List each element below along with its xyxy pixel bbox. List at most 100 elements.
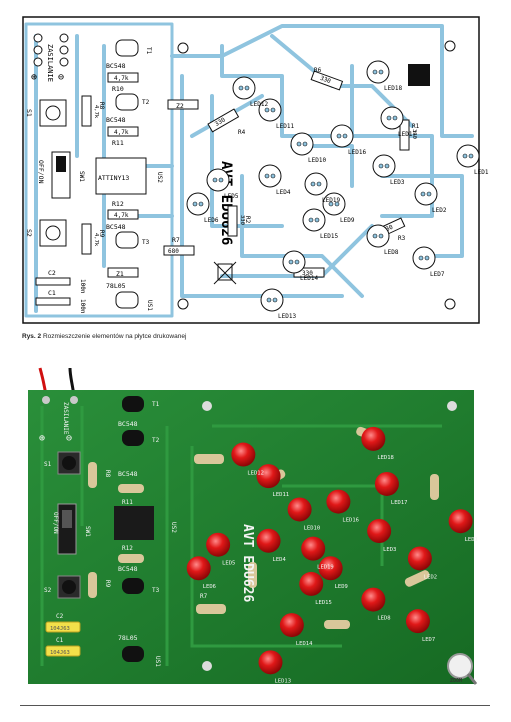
photo-led17: LED17 (374, 471, 408, 506)
photo-led-label: LED6 (203, 584, 216, 590)
transistor-t3: BC548 T3 (106, 223, 150, 249)
svg-text:4,7k: 4,7k (93, 105, 99, 119)
layout-led11: LED11 (258, 98, 294, 130)
photo-led-label: LED17 (391, 500, 408, 506)
photo-led12: LED12 (231, 442, 264, 477)
svg-text:T2: T2 (152, 437, 160, 444)
svg-text:US1: US1 (154, 656, 161, 667)
layout-led18: LED18 (366, 60, 402, 92)
layout-led-label: LED5 (224, 193, 239, 200)
svg-text:US2: US2 (156, 172, 163, 183)
mount-hole-top-left (177, 42, 189, 54)
photo-led-label: LED4 (273, 557, 287, 563)
svg-text:R2: R2 (244, 216, 251, 224)
photo-regulator-value: 78L05 (118, 634, 138, 642)
orientation-marker (408, 64, 430, 86)
layout-led2: LED2 (414, 182, 447, 214)
photo-led16: LED16 (326, 489, 359, 524)
photo-button-s2: S2 (44, 575, 81, 599)
cap-c2: C2 (35, 269, 71, 286)
pcb-body (28, 390, 474, 684)
photo-led-label: LED16 (342, 518, 359, 524)
photo-led9: LED9 (318, 556, 348, 590)
photo-led-label: LED19 (317, 565, 334, 571)
svg-text:104J63: 104J63 (50, 650, 70, 656)
mount-hole-bottom-left (177, 298, 189, 310)
cap-value-c2: 100n (79, 279, 86, 294)
resistor-r7: R7 680 (163, 236, 195, 256)
zener-z2: Z2 (167, 99, 199, 110)
photo-led6: LED6 (186, 556, 216, 590)
photo-led-label: LED7 (422, 637, 435, 643)
pcb-layout-diagram: ZASILANIE ⊕ ⊖ S1 S2 OFF/ON SW1 C2 C1 100… (22, 16, 489, 324)
photo-r12-ref: R12 (122, 545, 133, 552)
photo-led11: LED11 (256, 464, 289, 498)
layout-led-label: LED1 (474, 169, 489, 176)
layout-led19: LED19 (304, 172, 340, 204)
layout-led-label: LED8 (384, 249, 399, 256)
svg-text:Z2: Z2 (176, 102, 184, 110)
layout-led-label: LED7 (430, 271, 445, 278)
photo-board-title: AVT EDU626 (240, 524, 255, 602)
layout-led-label: LED10 (308, 157, 326, 164)
photo-led-label: LED9 (335, 584, 348, 590)
layout-led-label: LED12 (250, 101, 268, 108)
svg-text:104J63: 104J63 (50, 626, 70, 632)
svg-text:US2: US2 (170, 522, 177, 533)
switch-ref: SW1 (78, 171, 85, 182)
svg-text:C2: C2 (56, 613, 64, 620)
layout-led7: LED7 (412, 246, 445, 278)
photo-led-label: LED1 (465, 537, 478, 543)
mount-hole-top-right (444, 40, 456, 52)
svg-text:4,7k: 4,7k (114, 129, 129, 136)
photo-led-label: LED10 (304, 525, 321, 531)
svg-text:ZOOM: ZOOM (450, 678, 462, 684)
resistor-r6: 330 R6 (310, 67, 344, 91)
svg-text:R11: R11 (112, 139, 124, 147)
layout-led1: LED1 (456, 144, 489, 176)
layout-led17: LED17 (380, 106, 416, 138)
photo-t3-value: BC548 (118, 565, 138, 573)
photo-transistor-t3: T3 (122, 578, 160, 594)
svg-text:ATTINY13: ATTINY13 (98, 174, 129, 182)
photo-t1-value: BC548 (118, 420, 138, 428)
ic-us2: ATTINY13 US2 (95, 157, 163, 195)
resistor-r1: 330 R1 (399, 119, 420, 151)
svg-text:C1: C1 (48, 289, 56, 297)
layout-led4: LED4 (258, 164, 291, 196)
button-s2: S2 (25, 219, 67, 247)
minus-symbol: ⊖ (58, 72, 64, 83)
photo-power-label: ZASILANIE (62, 402, 69, 435)
cap-c1: C1 (35, 289, 71, 306)
svg-text:C2: C2 (48, 269, 56, 277)
photo-plus: ⊕ (39, 433, 45, 444)
led-footprints: LED1LED2LED3LED4LED5LED6LED7LED8LED9LED1… (186, 60, 489, 320)
layout-led-label: LED11 (276, 123, 294, 130)
resistor-r4: 330 R4 (207, 108, 246, 136)
power-connector: ZASILANIE ⊕ ⊖ (31, 33, 69, 83)
svg-text:R6: R6 (314, 67, 322, 74)
slide-switch-sw1: OFF/ON SW1 (37, 151, 85, 199)
svg-text:78L05: 78L05 (106, 282, 126, 290)
photo-t2-value: BC548 (118, 470, 138, 478)
svg-text:4,7k: 4,7k (93, 233, 99, 247)
regulator-us1: 78L05 US1 (106, 282, 153, 311)
photo-led-label: LED15 (315, 600, 332, 606)
svg-text:BC548: BC548 (106, 116, 126, 124)
resistor-r2: 330 R2 (227, 205, 251, 237)
layout-led10: LED10 (290, 132, 326, 164)
photo-cap-c1: 104J63 C1 (45, 637, 81, 657)
svg-text:R4: R4 (238, 129, 246, 136)
photo-minus: ⊖ (66, 433, 72, 444)
svg-text:T3: T3 (142, 239, 150, 246)
photo-led-label: LED3 (383, 547, 396, 553)
resistor-r8: R8 4,7k (81, 95, 105, 127)
svg-text:R7: R7 (172, 236, 180, 244)
photo-led13: LED13 (258, 650, 291, 684)
zener-z1: Z1 (107, 267, 139, 278)
photo-led14: LED14 (279, 613, 313, 647)
svg-text:330: 330 (411, 129, 417, 139)
svg-text:S2: S2 (44, 587, 52, 594)
resistor-r12: R12 4,7k (107, 200, 139, 220)
layout-led-label: LED3 (390, 179, 405, 186)
